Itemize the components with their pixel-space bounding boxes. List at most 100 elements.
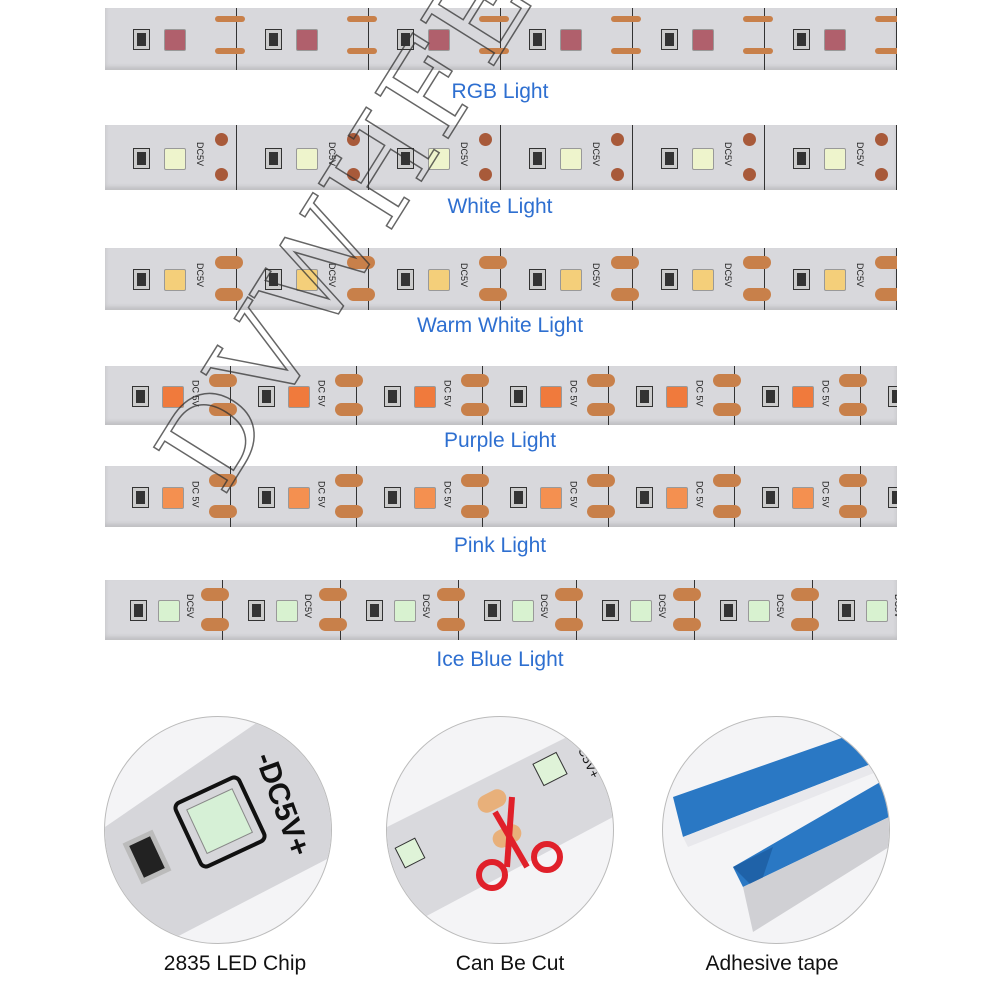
feature-adhesive-image [662,716,890,944]
solder-pad [201,588,229,601]
strip-segment: DC5V [765,125,897,190]
solder-pad [743,256,771,269]
feature-led-chip-image: -DC5V+ [104,716,332,944]
resistor [129,600,147,621]
solder-pad [875,133,888,146]
solder-pad [215,288,243,301]
solder-pad [611,288,639,301]
strip-label-warm-white: Warm White Light [416,314,584,337]
strip-segment: DC 5V [861,366,897,425]
solder-pad [839,374,867,387]
resistor [837,600,855,621]
solder-pad [673,588,701,601]
strip-segment [369,8,509,70]
strip-label-rgb: RGB Light [451,80,549,103]
voltage-mark: DC5V [458,263,469,288]
led-chip [296,147,319,170]
strip-segment: DC5V [695,580,819,640]
resistor [265,147,283,169]
led-chip [824,29,847,51]
voltage-mark: DC5V [854,141,865,166]
led-chip-closeup: -DC5V+ [105,717,331,943]
solder-pad [335,403,363,416]
resistor [133,29,151,50]
solder-pad [587,505,615,518]
led-chip [630,600,653,622]
strip-label-pink: Pink Light [453,534,547,557]
solder-pad [555,618,583,631]
strip-segment: DC5V [765,248,897,310]
strip-segment [501,8,641,70]
led-chip [665,486,688,509]
solder-pad [479,48,509,54]
strip-label-ice-blue: Ice Blue Light [436,648,564,671]
solder-pad [335,505,363,518]
solder-pad [875,48,897,54]
voltage-mark: DC 5V [442,379,453,407]
strip-segment: DC5V [633,248,771,310]
led-chip [296,29,319,51]
strip-segment: DC5V [501,248,639,310]
led-chip [413,486,436,509]
solder-pad [347,133,360,146]
voltage-mark: DC 5V [694,379,705,407]
resistor [887,486,897,508]
strip-label-purple: Purple Light [443,429,557,452]
led-chip [296,269,319,291]
voltage-mark: DC5V [194,141,205,166]
voltage-mark: DC5V [722,141,733,166]
strip-segment: DC5V [813,580,897,640]
resistor [397,269,415,290]
solder-pad [461,505,489,518]
led-chip [748,600,771,622]
strip-segment: DC5V [633,125,765,190]
strip-segment: DC5V [577,580,701,640]
resistor [133,147,151,169]
solder-pad [587,374,615,387]
resistor [383,486,401,508]
strip-segment [105,8,245,70]
solder-pad [461,474,489,487]
solder-pad [479,256,507,269]
led-strip-0 [105,8,897,70]
voltage-mark: DC 5V [442,480,453,508]
led-chip [276,600,299,622]
solder-pad [791,618,819,631]
resistor [265,29,283,50]
strip-segment: DC 5V [231,466,363,527]
voltage-mark: DC5V [194,263,205,288]
solder-pad [673,618,701,631]
led-chip [665,385,688,408]
resistor [365,600,383,621]
strip-segment: DC 5V [609,366,741,425]
voltage-mark: DC 5V [820,480,831,508]
solder-pad [875,16,897,22]
voltage-mark: DC5V [458,141,469,166]
solder-pad [215,256,243,269]
solder-pad [215,16,245,22]
resistor [383,385,401,407]
voltage-mark: DC5V [722,263,733,288]
strip-segment: DC 5V [357,466,489,527]
resistor [793,147,811,169]
resistor [257,385,275,407]
solder-pad [611,48,641,54]
solder-pad [201,618,229,631]
solder-pad [437,618,465,631]
solder-pad [743,48,773,54]
strip-segment: DC 5V [483,466,615,527]
resistor [529,147,547,169]
voltage-mark: DC5V [326,141,337,166]
solder-pad [743,168,756,181]
solder-pad [479,168,492,181]
solder-pad [209,505,237,518]
solder-pad [587,403,615,416]
led-chip [161,385,184,408]
resistor [509,486,527,508]
strip-segment: DC 5V [735,466,867,527]
strip-segment: DC5V [341,580,465,640]
